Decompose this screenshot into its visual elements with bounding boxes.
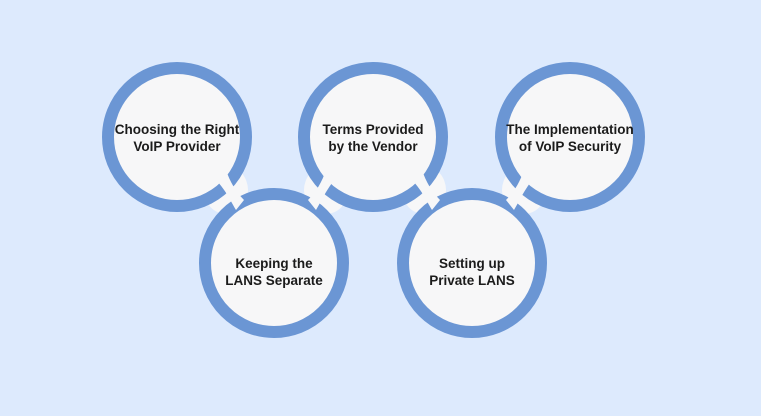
ring-step-2 — [199, 188, 349, 338]
ring-step-4 — [397, 188, 547, 338]
bridge-3-4 — [410, 170, 440, 210]
discs — [111, 71, 636, 329]
step-label-choosing-provider: Choosing the Right VoIP Provider — [114, 122, 240, 154]
disc-step-5 — [504, 71, 636, 203]
disc-step-2 — [208, 197, 340, 329]
step-label-terms-vendor: Terms Provided by the Vendor — [322, 122, 424, 154]
rings — [102, 62, 645, 338]
bridge-2-3 — [308, 170, 336, 210]
ring-step-3 — [298, 62, 448, 212]
ring-step-5 — [495, 62, 645, 212]
bridge-4-5 — [506, 170, 534, 210]
disc-step-4 — [406, 197, 538, 329]
ring-step-1 — [102, 62, 252, 212]
step-label-keeping-lans-separate: Keeping the LANS Separate — [225, 256, 323, 288]
disc-step-3 — [307, 71, 439, 203]
bridge-1-2 — [214, 170, 244, 210]
step-label-voip-security: The Implementation of VoIP Security — [506, 122, 634, 154]
bridge-overlays — [214, 170, 534, 210]
disc-step-1 — [111, 71, 243, 203]
step-label-private-lans: Setting up Private LANS — [429, 256, 515, 288]
